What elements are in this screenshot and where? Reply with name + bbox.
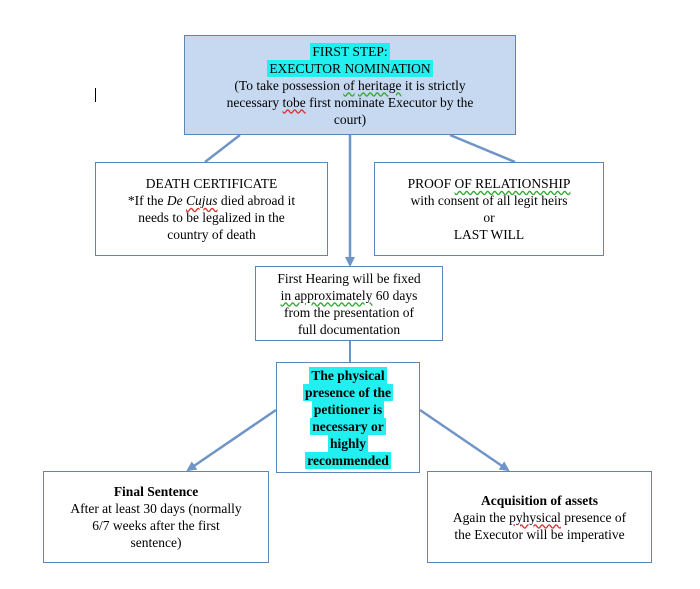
physical-presence-box: The physical presence of the petitioner … (276, 362, 420, 473)
hearing-line-2b: 60 days (372, 287, 418, 303)
connector-step-to-death (204, 134, 241, 163)
step-body-heritage: heritage (357, 77, 402, 93)
arrow-presence-to-assets (419, 408, 510, 472)
text-cursor (95, 88, 96, 102)
step-body-1: (To take possession (234, 77, 344, 93)
step-body-tobe: tobe (282, 94, 306, 110)
assets-line-1c: presence of (560, 509, 627, 525)
first-hearing-box: First Hearing will be fixed in approxima… (255, 266, 443, 341)
step-body-3: necessary (226, 94, 283, 110)
proof-line-1b: OF RELATIONSHIP (454, 176, 571, 191)
step-body-of: of (343, 77, 355, 93)
assets-line-2: the Executor will be imperative (454, 526, 625, 542)
death-line-2a: *If the (127, 193, 167, 208)
acquisition-of-assets-box: Acquisition of assets Again the pyhysica… (427, 471, 652, 563)
final-title: Final Sentence (113, 484, 199, 499)
death-line-3: needs to be legalized in the (138, 210, 285, 225)
death-line-4: country of death (167, 227, 256, 242)
final-line-1: After at least 30 days (normally (70, 501, 242, 516)
proof-line-4: LAST WILL (453, 227, 525, 242)
step-box-executor-nomination: FIRST STEP: EXECUTOR NOMINATION (To take… (184, 35, 516, 135)
death-line-2d: died abroad it (217, 193, 296, 208)
assets-title: Acquisition of assets (480, 492, 598, 508)
step-body-2: it is strictly (401, 77, 466, 93)
presence-line-2: presence of the (303, 383, 393, 401)
death-line-2b: De (166, 193, 186, 208)
assets-line-1a: Again the (452, 509, 510, 525)
hearing-line-3: from the presentation of (283, 304, 415, 320)
final-line-2: 6/7 weeks after the first (92, 518, 220, 533)
death-line-1: DEATH CERTIFICATE (145, 176, 278, 191)
step-body-4: first nominate Executor by the (305, 94, 474, 110)
presence-line-3: petitioner is (311, 400, 385, 418)
proof-line-3: or (483, 210, 495, 225)
proof-of-relationship-box: PROOF OF RELATIONSHIP with consent of al… (374, 162, 604, 256)
final-line-3: sentence) (130, 535, 182, 550)
final-sentence-box: Final Sentence After at least 30 days (n… (43, 471, 269, 563)
hearing-line-2a: in approximately (280, 287, 373, 303)
arrow-presence-to-final (186, 408, 277, 472)
assets-line-1b: pyhysical (509, 509, 561, 525)
step-body-5: court) (333, 111, 367, 127)
death-certificate-box: DEATH CERTIFICATE *If the De Cujus died … (95, 162, 328, 256)
hearing-line-1: First Hearing will be fixed (277, 270, 421, 286)
presence-line-1: The physical (309, 366, 387, 384)
proof-line-1a: PROOF (407, 176, 455, 191)
death-line-2c: Cujus (185, 193, 218, 208)
presence-line-4: necessary or (310, 417, 386, 435)
hearing-line-4: full documentation (297, 321, 401, 337)
step-title-1: FIRST STEP: (310, 42, 390, 60)
step-title-2: EXECUTOR NOMINATION (267, 59, 433, 77)
presence-line-5: highly (327, 434, 369, 452)
connector-step-to-proof (449, 133, 516, 164)
presence-line-6: recommended (305, 451, 391, 469)
proof-line-2: with consent of all legit heirs (410, 193, 568, 208)
